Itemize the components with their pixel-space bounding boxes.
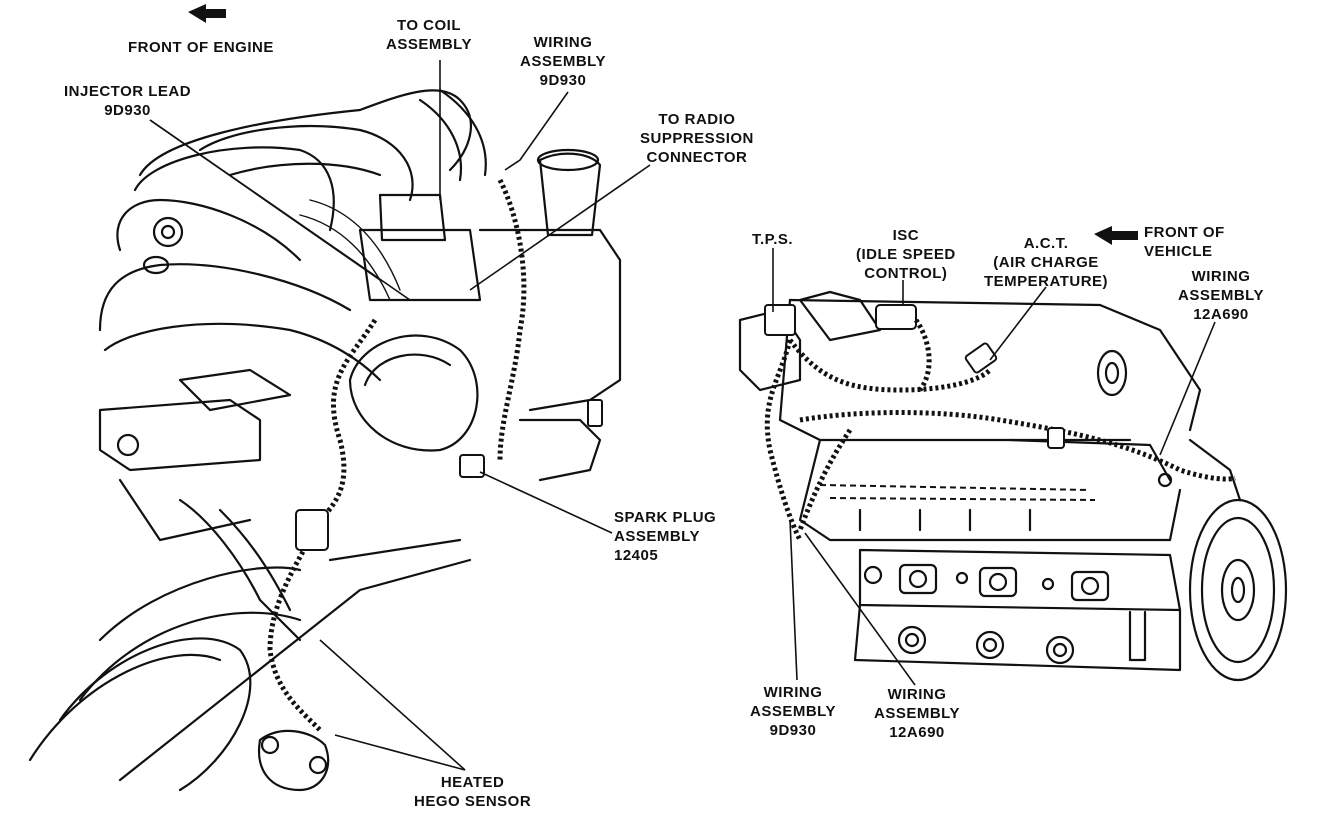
label-line: ASSEMBLY [614, 528, 700, 545]
label-line: TEMPERATURE) [984, 273, 1109, 290]
right-leader-lines [772, 248, 1216, 686]
label-line: ASSEMBLY [874, 705, 960, 722]
label-line: TO COIL [396, 17, 462, 34]
label-line: A.C.T. [1023, 235, 1069, 252]
label-line: ASSEMBLY [1178, 287, 1264, 304]
label-line: FRONT OF [1144, 224, 1225, 241]
arrow-left-icon [188, 4, 226, 23]
wiring-assembly-12a690-bottom-label: WIRING ASSEMBLY 12A690 [874, 685, 960, 742]
injector-lead-label: INJECTOR LEAD 9D930 [64, 82, 191, 120]
label-line: SPARK PLUG [614, 509, 717, 526]
label-line: 9D930 [539, 72, 587, 89]
label-line: ASSEMBLY [386, 36, 472, 53]
label-line: INJECTOR LEAD [64, 83, 192, 100]
label-line: CONTROL) [864, 265, 948, 282]
spark-plug-assembly-label: SPARK PLUG ASSEMBLY 12405 [614, 508, 716, 565]
label-line: (IDLE SPEED [856, 246, 956, 263]
label-line: ASSEMBLY [520, 53, 606, 70]
to-coil-assembly-label: TO COIL ASSEMBLY [386, 16, 472, 54]
label-line: HEATED [440, 774, 505, 791]
front-of-vehicle-label: FRONT OF VEHICLE [1144, 223, 1225, 261]
label-line: SUPPRESSION [640, 130, 754, 147]
act-label: A.C.T. (AIR CHARGE TEMPERATURE) [984, 234, 1108, 291]
wiring-assembly-12a690-right-label: WIRING ASSEMBLY 12A690 [1178, 267, 1264, 324]
label-line: ASSEMBLY [750, 703, 836, 720]
label-line: 12A690 [889, 724, 945, 741]
label-line: 9D930 [104, 102, 151, 119]
radio-suppression-connector-label: TO RADIO SUPPRESSION CONNECTOR [640, 110, 754, 167]
isc-label: ISC (IDLE SPEED CONTROL) [856, 226, 956, 283]
label-line: WIRING [763, 684, 823, 701]
wiring-assembly-9d930-top-label: WIRING ASSEMBLY 9D930 [520, 33, 606, 90]
label-line: VEHICLE [1144, 243, 1213, 260]
right-engine-illustration [738, 290, 1288, 682]
label-line: CONNECTOR [646, 149, 748, 166]
arrow-left-icon [1094, 226, 1138, 245]
label-line: 9D930 [769, 722, 817, 739]
heated-hego-sensor-label: HEATED HEGO SENSOR [414, 773, 531, 811]
label-line: ISC [892, 227, 920, 244]
tps-label: T.P.S. [752, 231, 794, 248]
label-line: HEGO SENSOR [414, 793, 532, 810]
label-line: 12A690 [1193, 306, 1249, 323]
label-line: 12405 [614, 547, 659, 564]
label-line: WIRING [887, 686, 947, 703]
wiring-assembly-9d930-bottom-label: WIRING ASSEMBLY 9D930 [750, 683, 836, 740]
label-line: WIRING [1191, 268, 1251, 285]
label-line: (AIR CHARGE [993, 254, 1099, 271]
left-leader-lines [149, 60, 651, 771]
front-of-engine-label: FRONT OF ENGINE [128, 39, 274, 56]
label-line: WIRING [533, 34, 593, 51]
left-engine-illustration [28, 88, 622, 792]
label-line: TO RADIO [658, 111, 736, 128]
